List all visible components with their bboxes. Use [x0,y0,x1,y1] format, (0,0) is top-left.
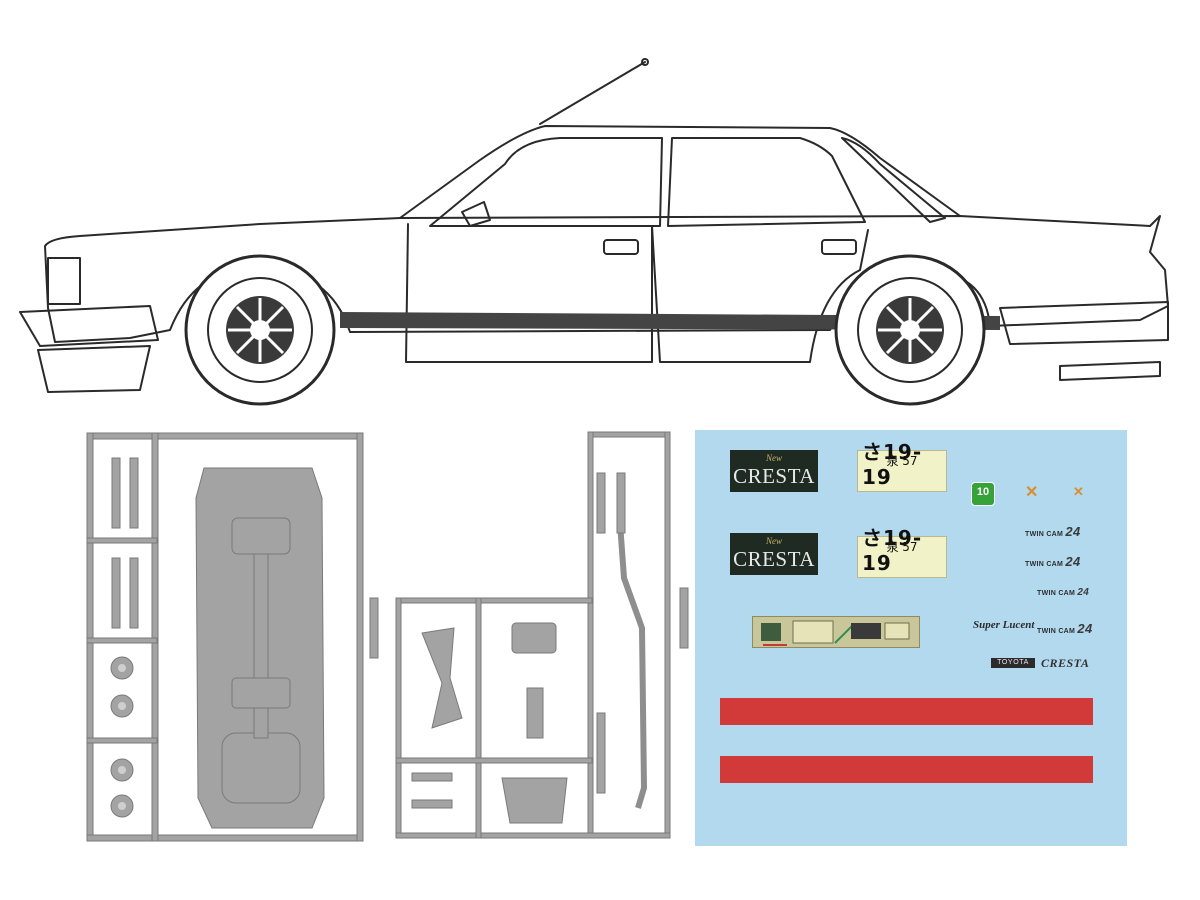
cresta-logo-decal: New CRESTA [730,450,818,492]
logo-big-text: CRESTA [733,464,815,488]
suspension-sprue [395,431,689,839]
twin-cam-text: TWIN CAM [1025,561,1064,568]
logo-small-text: New [766,453,783,463]
license-plate-decal: 泉 57 さ19-19 [857,440,947,492]
twin-cam-text: TWIN CAM [1037,628,1076,635]
front-bumper [19,305,159,347]
logo-big-text: CRESTA [733,547,815,571]
front-window [429,137,663,227]
front-spoiler [37,345,151,393]
cresta-logo-decal: New CRESTA [730,533,818,575]
license-plate-decal: 泉 57 さ19-19 [857,526,947,578]
rear-wheel [834,254,986,406]
green-badge-decal: 10 [971,482,995,506]
fuel-tank [221,732,301,804]
plate-top-text: 泉 57 [886,540,918,554]
cresta-script-decal: CRESTA [1041,656,1090,670]
twin-cam-decal: TWIN CAM 24 [1037,621,1092,636]
suspension-arm [421,627,463,729]
twin-cam-decal: TWIN CAM 24 [1025,524,1080,539]
rear-window [667,137,866,227]
twin-cam-text: TWIN CAM [1025,531,1064,538]
super-lucent-decal: Super Lucent [973,619,1035,631]
rear-bumper [999,301,1169,345]
twin-cam-number: 24 [1065,524,1081,539]
differential [501,777,568,824]
front-door-handle [603,239,639,255]
decal-sheet: New CRESTA New CRESTA 泉 57 さ19-19 泉 57 さ… [695,430,1127,846]
plate-number: さ19-19 [862,526,923,575]
c-pillar-glass [841,137,946,223]
twin-cam-decal: TWIN CAM 24 [1037,587,1089,598]
chassis-sprue [86,432,379,842]
twin-cam-text: TWIN CAM [1037,590,1076,597]
orange-emblem-decal: ✕ [1073,484,1084,499]
plate-top-text: 泉 57 [886,454,918,468]
rear-door [651,225,869,363]
front-wheel [184,254,336,406]
logo-small-text: New [766,536,783,546]
car-roof [399,125,961,219]
red-stripe-decal [720,698,1093,725]
plate-number: さ19-19 [862,440,923,489]
toyota-badge-decal: TOYOTA [991,658,1035,668]
sprue-frame [86,432,364,440]
twin-cam-number: 24 [1077,621,1093,636]
dashboard-gauge-decal [752,616,920,648]
front-door [405,223,653,363]
car-side-drawing [19,58,1169,406]
exhaust-pipe [617,522,648,809]
side-mirror [461,201,491,227]
red-stripe-decal [720,756,1093,783]
rear-door-handle [821,239,857,255]
twin-cam-number: 24 [1065,554,1081,569]
orange-emblem-decal: ✕ [1025,484,1039,501]
twin-cam-decal: TWIN CAM 24 [1025,554,1080,569]
exhaust [1059,361,1161,381]
headlight [47,257,81,305]
antenna [539,61,646,125]
twin-cam-number: 24 [1077,587,1090,598]
